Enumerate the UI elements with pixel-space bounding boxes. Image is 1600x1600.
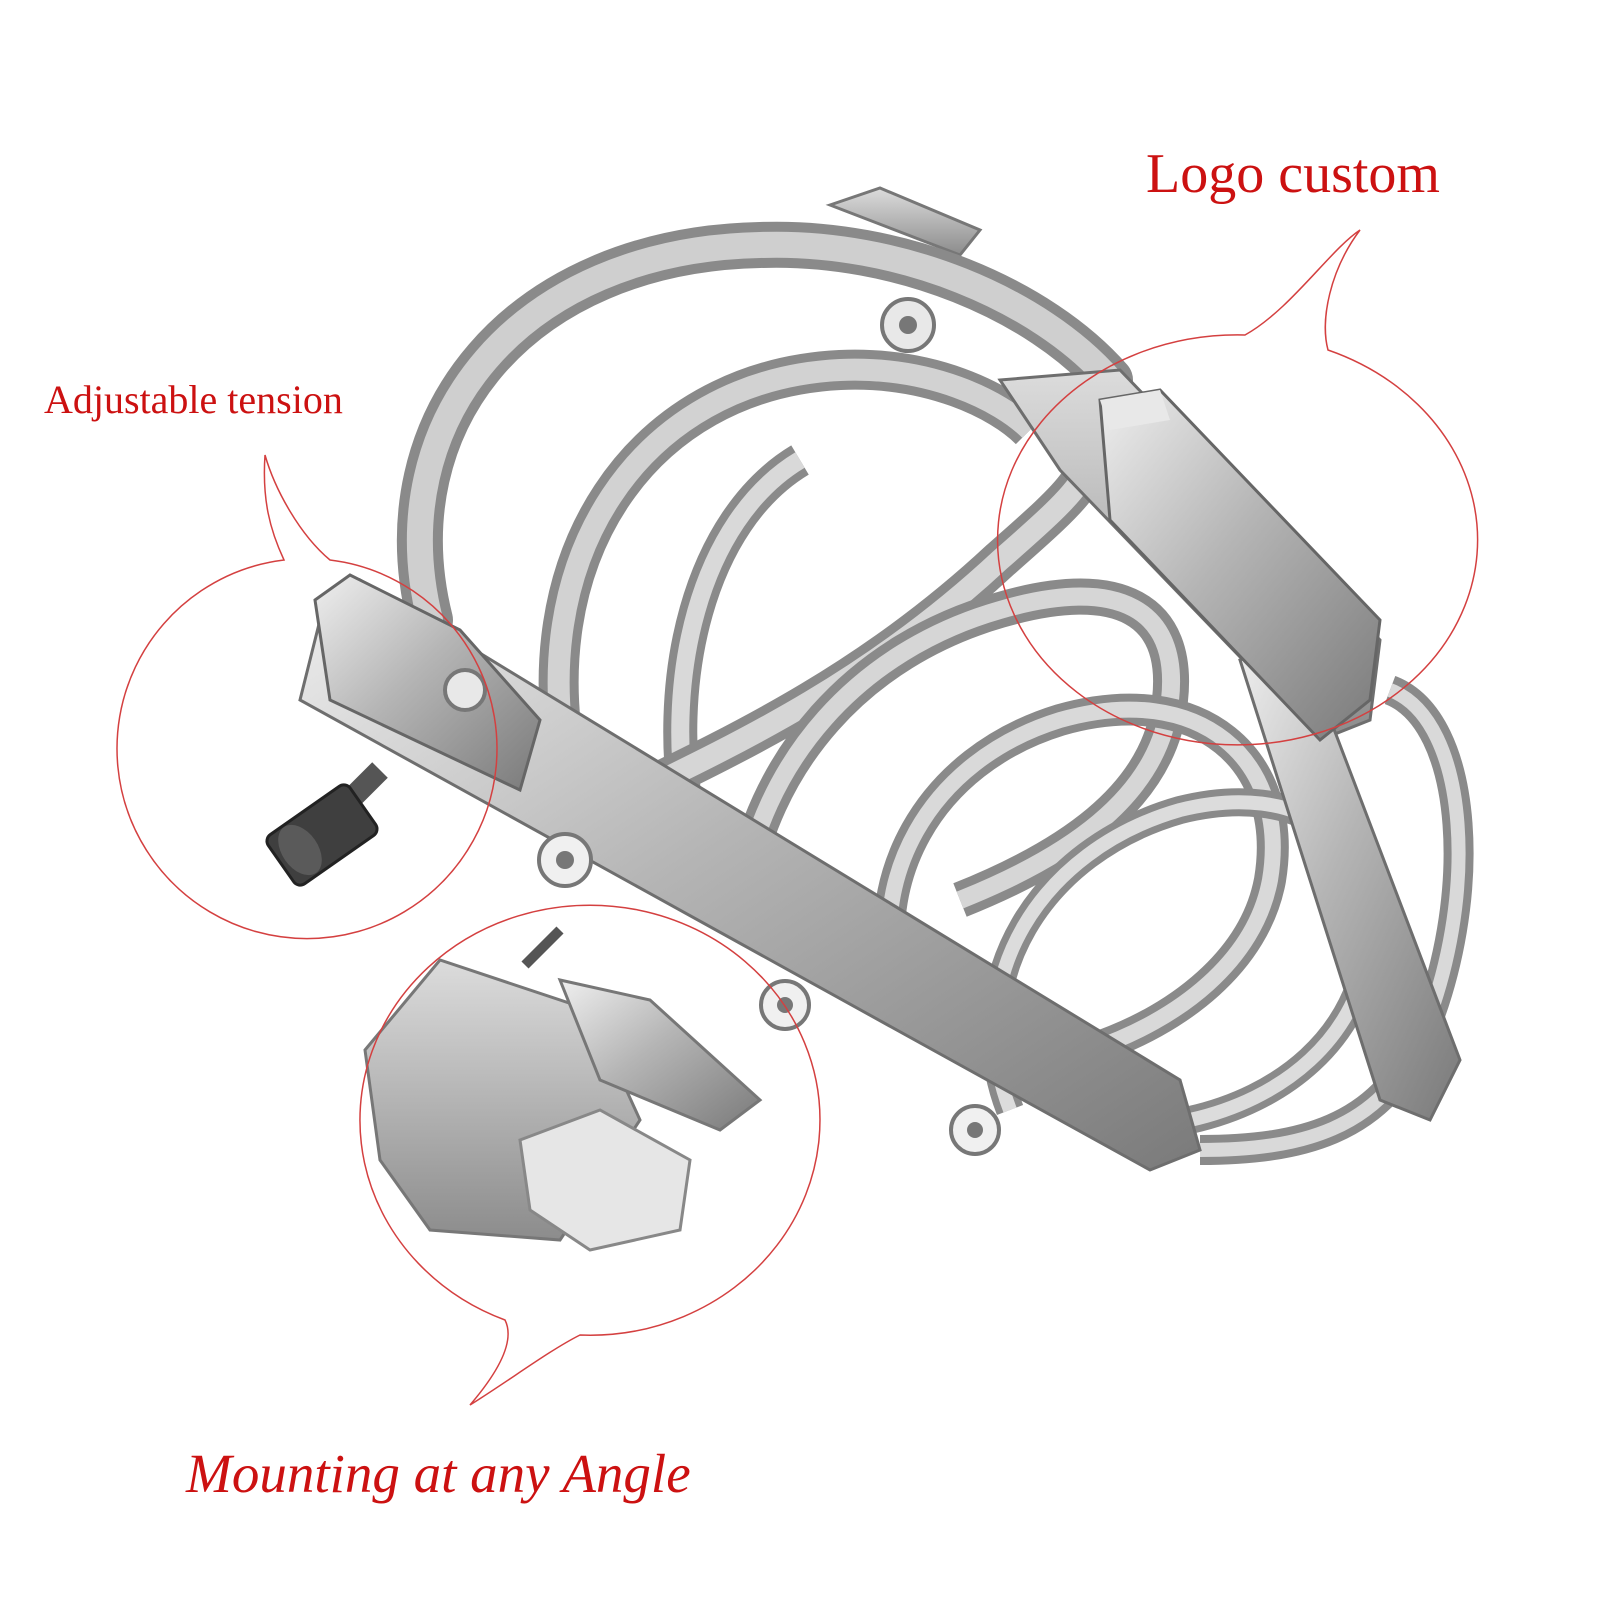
mounting-clamp: [363, 926, 763, 1252]
tension-screw: [265, 762, 388, 887]
logo-custom-label: Logo custom: [1146, 143, 1440, 205]
mounting-angle-label: Mounting at any Angle: [186, 1443, 691, 1504]
logo-block: [1098, 388, 1382, 743]
top-plate: [825, 186, 983, 257]
adjustable-tension-label: Adjustable tension: [44, 377, 343, 422]
